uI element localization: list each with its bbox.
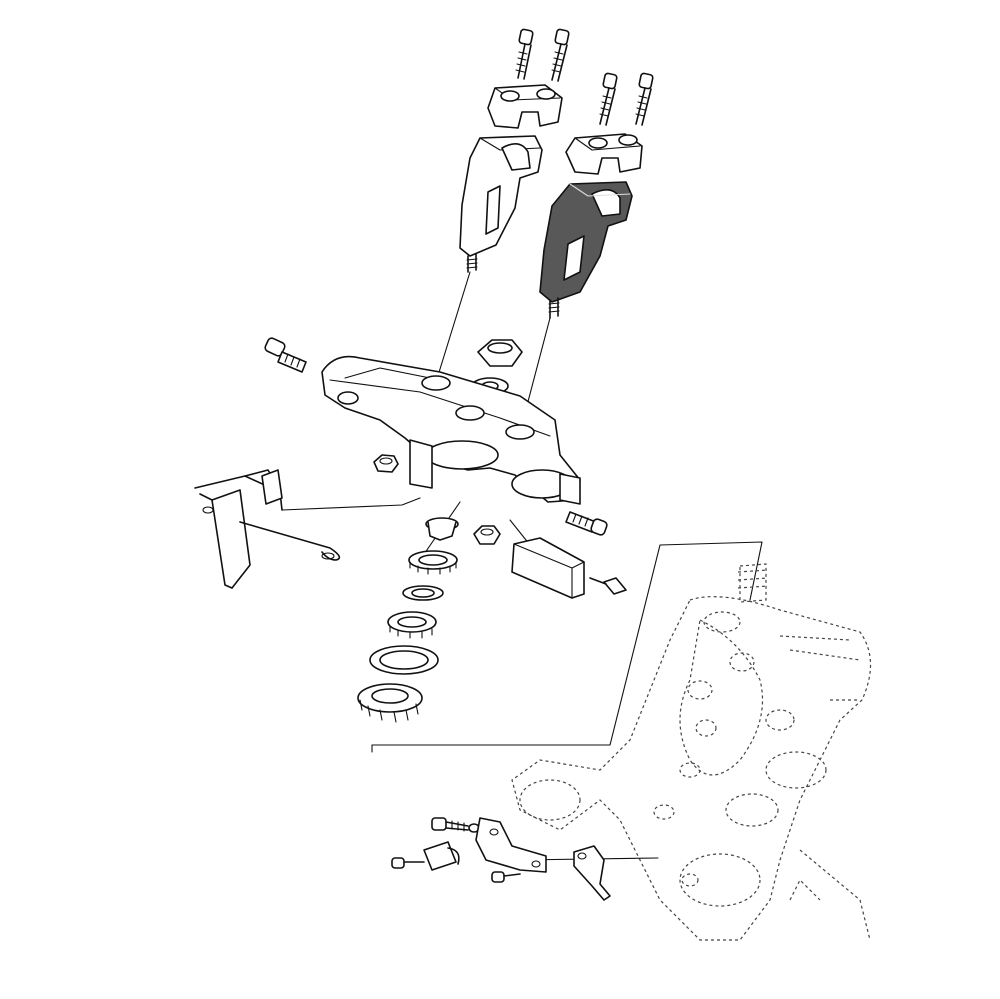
headstock-frame-icon <box>511 563 872 941</box>
handlebar-riser-icon <box>459 135 543 273</box>
wire-bracket-icon <box>194 469 341 589</box>
wire-bracket-icon <box>511 537 627 599</box>
washer-icon <box>425 517 459 541</box>
handlebar-clamp-bolt-icon <box>515 28 570 82</box>
steering-stem-nut-icon <box>373 454 501 545</box>
side-bracket-assembly-icon <box>391 817 611 901</box>
steering-stem-nut-icon <box>477 339 523 367</box>
highlighted-handlebar-riser-icon <box>539 181 633 319</box>
handlebar-clamp-cap-icon <box>565 133 643 175</box>
top-triple-clamp-icon <box>321 355 581 505</box>
pinch-bolt-icon <box>264 337 307 373</box>
steering-head-bearing-icon <box>357 550 458 723</box>
handlebar-clamp-cap-icon <box>487 84 563 129</box>
handlebar-clamp-bolt-icon <box>599 72 654 126</box>
pinch-bolt-icon <box>565 511 608 536</box>
